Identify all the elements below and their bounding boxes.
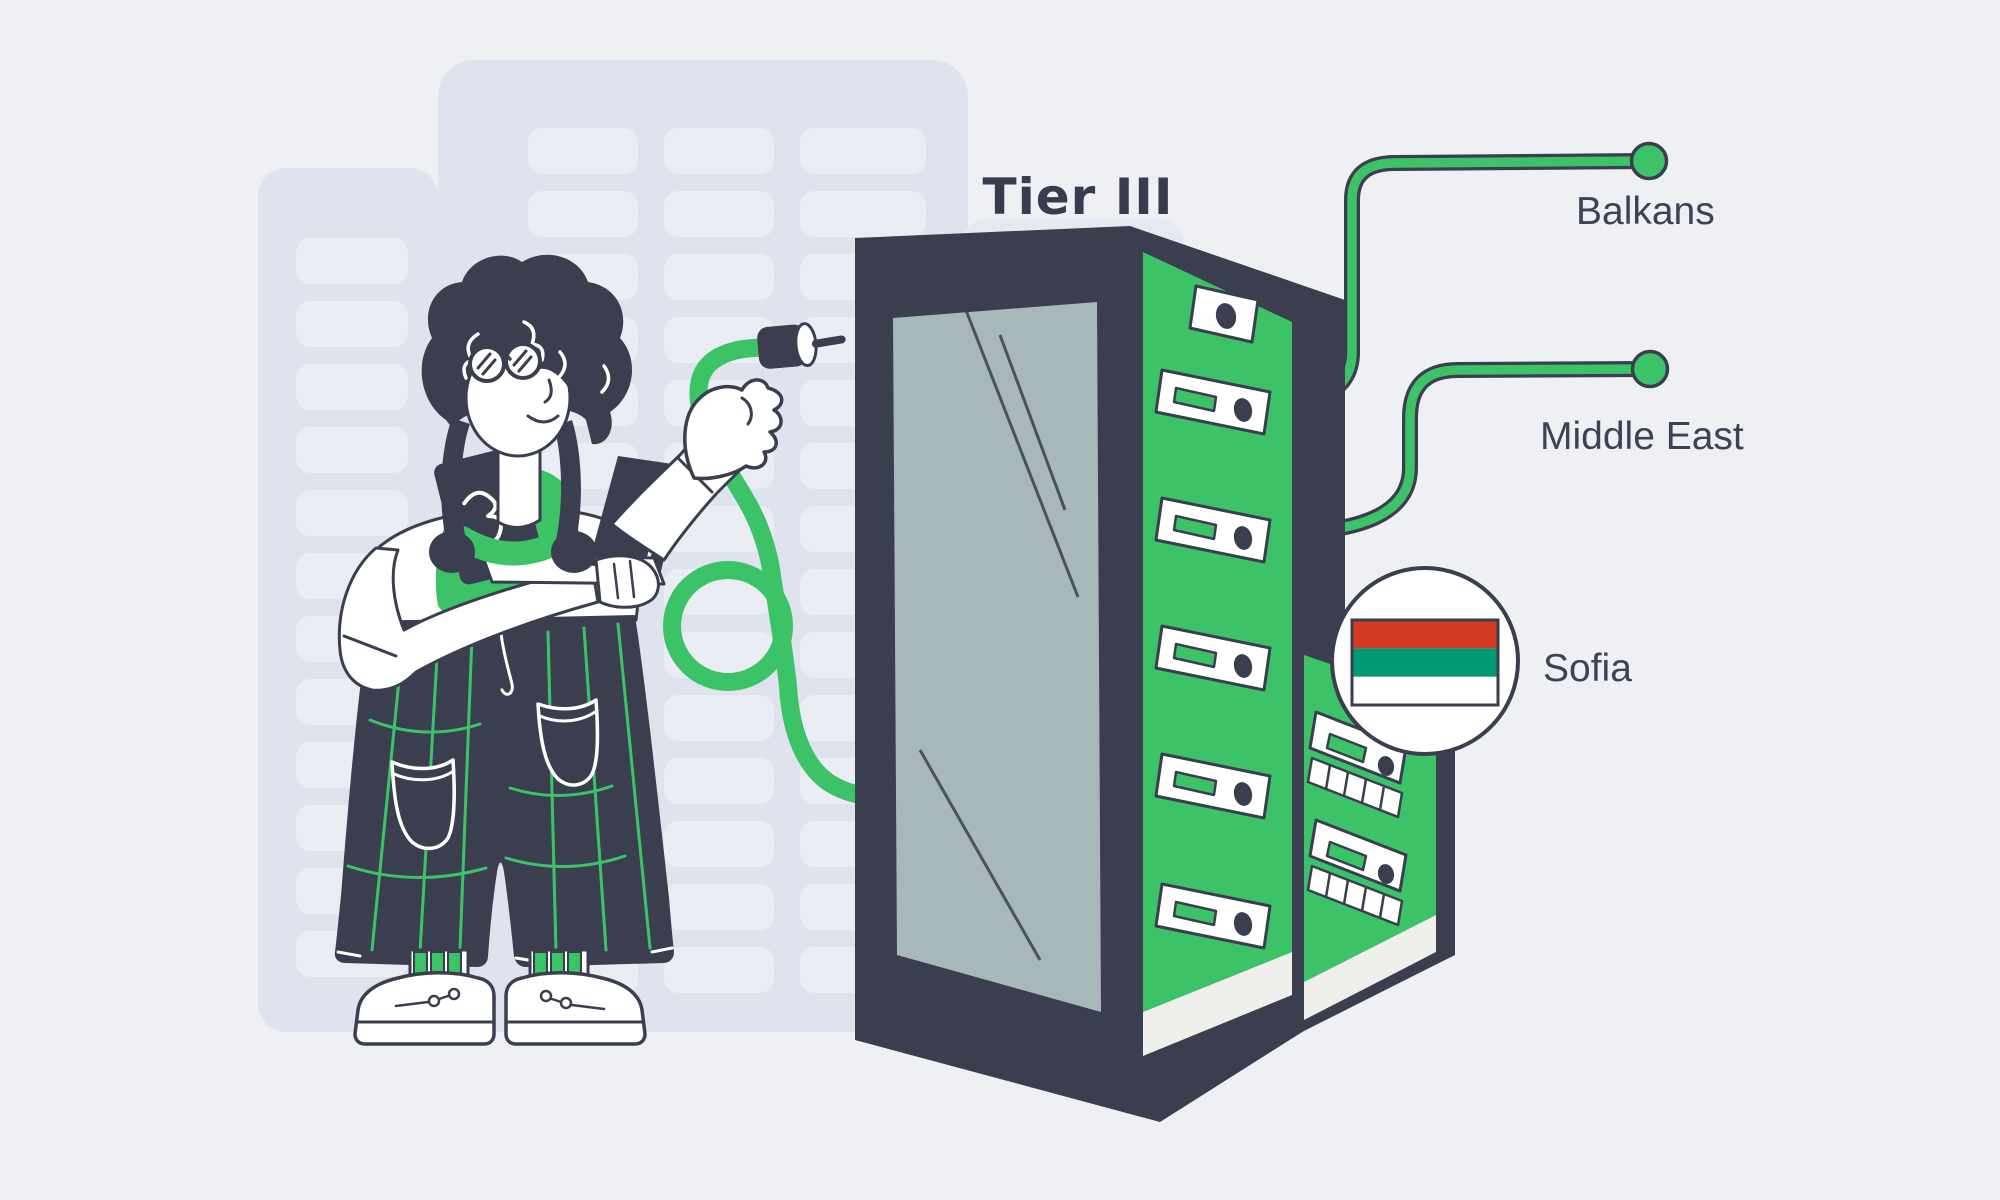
pocket-seam <box>392 770 454 782</box>
lens <box>468 345 506 383</box>
pocket <box>390 758 456 851</box>
plaid-grid <box>346 622 652 954</box>
drive-slots <box>1154 368 1272 950</box>
plaid-trousers <box>334 615 674 967</box>
flag-stripe-green <box>1352 648 1498 677</box>
sneaker-left <box>353 971 496 1046</box>
cable-strand <box>689 338 875 805</box>
pocket-seam <box>538 710 597 723</box>
power-cable <box>663 338 875 805</box>
lens-glint <box>476 349 533 376</box>
drive-slot <box>1154 882 1272 950</box>
hair-strand-right <box>554 420 581 540</box>
drive-slot <box>1154 624 1272 692</box>
flag-border <box>1350 618 1500 707</box>
sneaker-right <box>504 971 647 1046</box>
hem-accents <box>336 946 674 962</box>
round-glasses-icon <box>468 342 542 383</box>
drawstring <box>498 622 514 696</box>
panel-bottom-strip <box>1143 952 1292 1056</box>
cable-endpoint-balkans <box>1629 141 1669 181</box>
nose <box>543 378 553 404</box>
lens <box>504 342 542 380</box>
flag-stripe-red <box>1352 620 1498 649</box>
server-side-panel <box>1143 252 1292 1012</box>
woman-technician <box>334 254 784 1046</box>
drive-slot <box>1154 496 1272 564</box>
headphone-earcup <box>551 531 597 573</box>
right-hand <box>683 378 784 481</box>
sneakers <box>353 971 647 1046</box>
plug-body <box>757 324 807 369</box>
glasses-bridge <box>501 355 512 362</box>
building-window-grid <box>664 128 774 993</box>
cable-loop <box>663 561 793 691</box>
drive-slot <box>1154 368 1272 436</box>
server-rack-main <box>855 226 1345 1122</box>
drive-slot <box>1154 752 1272 820</box>
plug-pin <box>811 335 846 348</box>
panel-bottom-strip <box>1304 915 1436 1020</box>
hair-highlights <box>462 320 611 394</box>
label-sofia: Sofia <box>1543 647 1632 690</box>
glass-door <box>893 302 1101 1012</box>
knuckle-line <box>740 396 753 426</box>
label-balkans: Balkans <box>1576 190 1715 233</box>
sleeve-line <box>342 634 398 658</box>
left-hand <box>594 554 660 609</box>
flag-stripe-white <box>1352 676 1498 705</box>
bulgaria-flag-icon <box>1350 618 1500 707</box>
neck <box>496 432 542 529</box>
headphone-earcup <box>429 531 475 573</box>
label-middle-east: Middle East <box>1540 415 1744 458</box>
drive-unit <box>1306 818 1408 927</box>
drive-slot-small <box>1188 284 1260 344</box>
title-tier-iii: Tier III <box>982 168 1173 226</box>
hair-strand-left <box>441 418 470 540</box>
flag-badge <box>1330 566 1520 756</box>
smile <box>526 414 560 424</box>
glass-reflections <box>918 299 1080 961</box>
cable-endpoint-middle-east <box>1630 349 1670 389</box>
finger-lines <box>612 559 636 600</box>
power-plug-icon <box>757 322 846 369</box>
